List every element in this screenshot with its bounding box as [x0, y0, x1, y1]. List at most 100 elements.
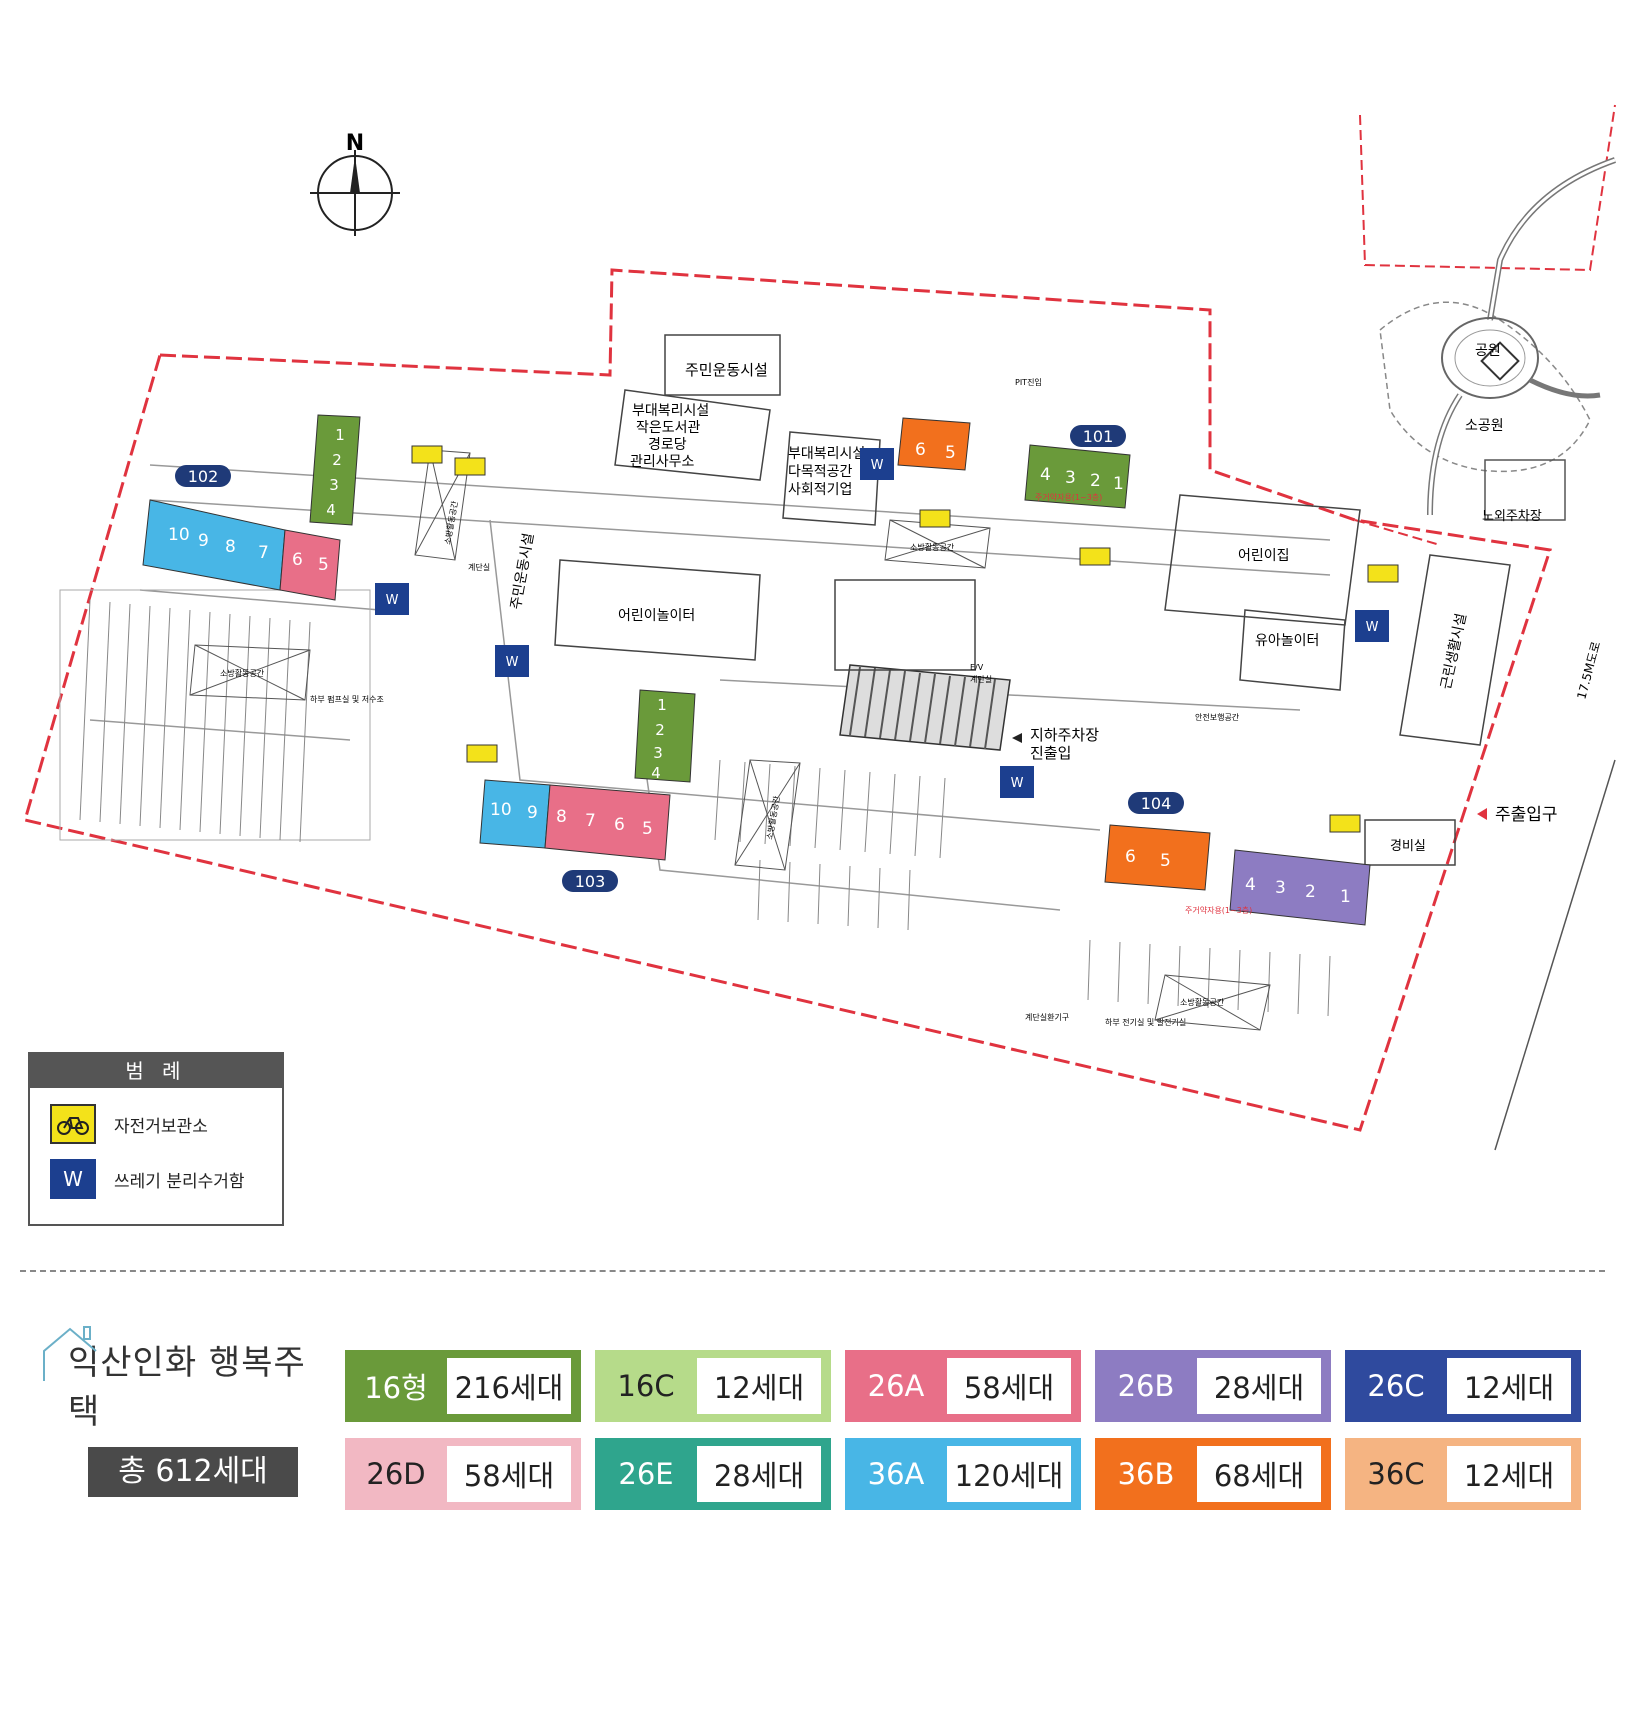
unit-type-code: 26B [1117, 1369, 1175, 1403]
waste-icon: W [50, 1159, 96, 1199]
unit-type-count: 120세대 [947, 1446, 1071, 1502]
bicycle-icon [454, 457, 486, 476]
park-label: 공원 [1475, 343, 1501, 359]
unit-label: 6 [614, 815, 625, 835]
welfare-2-line-3: 사회적기업 [788, 482, 852, 498]
unit-type-count: 12세대 [697, 1358, 821, 1414]
unit-label: 7 [585, 811, 596, 831]
facility-outlines [554, 334, 1511, 866]
unit-type-code: 16C [617, 1369, 675, 1403]
building-label-bg [562, 870, 618, 892]
unit-type-count: 12세대 [1447, 1446, 1571, 1502]
unit-label: 4 [1245, 875, 1256, 895]
legend-title: 범 례 [30, 1054, 282, 1088]
unit-type-count: 12세대 [1447, 1358, 1571, 1414]
playground-label: 어린이놀이터 [618, 608, 695, 624]
welfare-1-line-1: 부대복리시설 [632, 403, 709, 419]
toddler-playground-label: 유아놀이터 [1255, 633, 1319, 649]
welfare-1-line-4: 관리사무소 [630, 454, 695, 470]
unit-type-code: 26D [366, 1457, 426, 1491]
bike-storage-markers [411, 445, 1399, 833]
legend-item-bike: 자전거보관소 [50, 1104, 208, 1144]
building-label-bg [175, 465, 231, 487]
fire-space-label-3: 소방활동공간 [1180, 997, 1225, 1007]
unit-label: 4 [651, 764, 661, 782]
waste-symbol: W [1011, 776, 1024, 791]
unit-type-count: 216세대 [447, 1358, 571, 1414]
underground-parking-label-2: 진출입 [1030, 744, 1071, 762]
parking-lot-south [714, 759, 1331, 1017]
legend-item-waste: W 쓰레기 분리수거함 [50, 1159, 245, 1199]
resident-gym-label: 주민운동시설 [685, 361, 768, 379]
bicycle-icon [411, 445, 443, 464]
bicycle-icon [1367, 564, 1399, 583]
unit-label: 6 [292, 550, 303, 570]
unit-type-code: 36C [1367, 1457, 1425, 1491]
park-area: 공원 소공원 노외주차장 [1354, 104, 1616, 546]
unit-label: 1 [1113, 474, 1124, 494]
building-102-label: 102 [188, 467, 219, 486]
unit-label: 5 [945, 443, 956, 463]
bicycle-icon [1079, 547, 1111, 566]
unit-type-36c: 36C 12세대 [1345, 1438, 1581, 1510]
building-104-label: 104 [1141, 794, 1172, 813]
unit-label: 2 [1090, 471, 1101, 491]
small-park-label: 소공원 [1465, 418, 1504, 434]
waste-symbol: W [871, 458, 884, 473]
unit-label: 4 [1040, 465, 1051, 485]
unit-label: 9 [198, 531, 209, 551]
building-104: 6 5 4 3 2 1 주거약자용(1~3층) 104 [1104, 792, 1371, 926]
unit-type-16c: 16C 12세대 [595, 1350, 831, 1422]
road-edge [1494, 759, 1616, 1151]
unit-label: 3 [1065, 468, 1076, 488]
unit-label: 10 [168, 525, 190, 545]
road-label: 17.5M도로 [1574, 640, 1603, 701]
building-label-bg [1128, 792, 1184, 814]
unit-label: 3 [1275, 878, 1286, 898]
building-101-label: 101 [1083, 427, 1114, 446]
fire-space-label-5: 소방활동공간 [442, 499, 460, 545]
guard-room-label: 경비실 [1390, 839, 1426, 854]
unit-label: 2 [1305, 882, 1316, 902]
resident-gym-mid-label: 주민운동시설 [508, 532, 537, 611]
fire-space-label-2: 소방활동공간 [910, 542, 955, 552]
complex-name: 익산인화 행복주택 [68, 1343, 306, 1432]
section-divider [20, 1270, 1605, 1272]
unit-type-code: 26C [1367, 1369, 1425, 1403]
unit-type-code: 36A [867, 1457, 925, 1491]
waste-icon [860, 448, 894, 480]
unit-label: 10 [490, 800, 512, 820]
unit-type-26c: 26C 12세대 [1345, 1350, 1581, 1422]
welfare-1-line-2: 작은도서관 [636, 420, 701, 436]
bicycle-icon [1329, 814, 1361, 833]
accessible-note: 주거약자용(1~3층) [1185, 905, 1252, 915]
unit-label: 5 [1160, 851, 1171, 871]
stair-ventilation-label: 계단실환기구 [1025, 1012, 1069, 1022]
entrance-arrow-icon [1477, 808, 1487, 820]
unit-label: 9 [527, 803, 538, 823]
neighborhood-facility-label: 근린생활시설 [1438, 612, 1470, 691]
ev-stairs-label: 계단실 [970, 674, 992, 684]
map-legend: 범 례 자전거보관소 W 쓰레기 분리수거함 [28, 1052, 284, 1226]
main-entrance-label: 주출입구 [1495, 805, 1558, 825]
bicycle-icon [466, 744, 498, 763]
unit-label: 1 [335, 426, 345, 444]
unit-type-code: 16형 [364, 1371, 428, 1405]
unit-label: 1 [1340, 887, 1351, 907]
complex-summary: 익산인화 행복주택 총 612세대 [40, 1326, 330, 1497]
complex-total: 총 612세대 [88, 1447, 298, 1497]
safety-walk-label: 안전보행공간 [1195, 712, 1240, 722]
unit-label: 5 [318, 555, 329, 575]
unit-type-code: 26E [618, 1457, 674, 1491]
pit-entrance-label: PIT진입 [1015, 377, 1042, 387]
parking-ramp [839, 664, 1011, 751]
outdoor-parking-label: 노외주차장 [1482, 509, 1542, 524]
unit-label: 2 [655, 721, 665, 739]
stairs-label: 계단실 [468, 562, 490, 572]
unit-label: 3 [653, 744, 663, 762]
